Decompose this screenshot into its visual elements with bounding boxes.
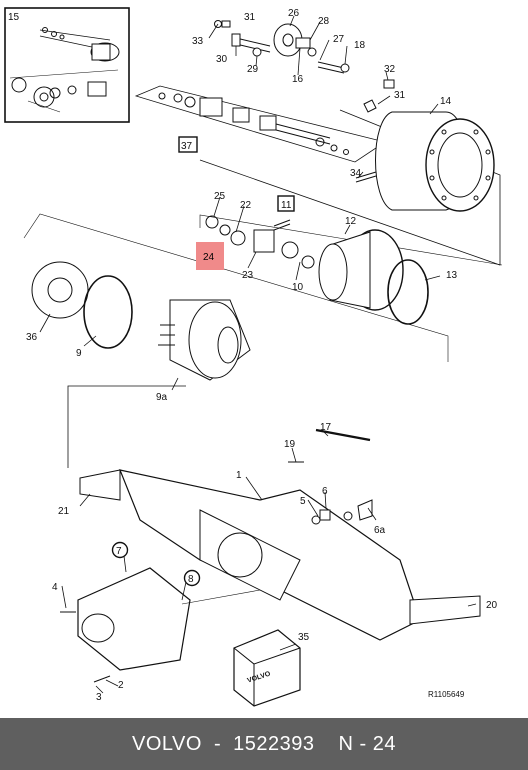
label-16: 16 xyxy=(292,74,304,85)
drawing-reference: R1105649 xyxy=(428,690,465,699)
label-5: 5 xyxy=(300,496,306,507)
callout-box-24-highlight xyxy=(196,242,224,270)
callout-circle-8 xyxy=(183,569,201,587)
label-26: 26 xyxy=(288,8,300,19)
ring-gear-12 xyxy=(199,214,503,325)
label-17: 17 xyxy=(320,422,332,433)
label-34: 34 xyxy=(350,168,362,179)
hub-housing-14 xyxy=(199,109,501,266)
exploded-parts-diagram: 15 31 26 28 33 27 18 30 29 16 32 31 14 3… xyxy=(4,7,503,707)
label-28: 28 xyxy=(318,16,330,27)
flange-bolt-group xyxy=(214,20,350,74)
label-25: 25 xyxy=(214,191,226,202)
label-37: 37 xyxy=(181,141,193,152)
label-6a: 6a xyxy=(374,525,386,536)
planet-gear-group xyxy=(205,215,315,269)
label-11: 11 xyxy=(281,200,292,211)
label-30: 30 xyxy=(216,54,228,65)
footer-brand: VOLVO xyxy=(132,732,202,755)
callout-circle-7 xyxy=(111,541,129,559)
label-2: 2 xyxy=(118,680,124,691)
label-3: 3 xyxy=(96,692,102,703)
label-18: 18 xyxy=(354,40,366,51)
label-4: 4 xyxy=(52,582,58,593)
label-32: 32 xyxy=(384,64,396,75)
label-6: 6 xyxy=(322,486,328,497)
label-8: 8 xyxy=(188,574,194,585)
label-31b: 31 xyxy=(394,90,406,101)
label-27: 27 xyxy=(333,34,345,45)
label-9a: 9a xyxy=(156,392,168,403)
label-20: 20 xyxy=(486,600,498,611)
differential-carrier xyxy=(60,567,261,683)
inset-parts xyxy=(9,27,120,113)
label-10: 10 xyxy=(292,282,304,293)
label-29: 29 xyxy=(247,64,259,75)
wheel-hub-group xyxy=(23,213,449,381)
label-15: 15 xyxy=(8,12,20,23)
label-36: 36 xyxy=(26,332,38,343)
callout-box-37 xyxy=(178,136,198,153)
leader-lines xyxy=(39,15,477,694)
label-19: 19 xyxy=(284,439,296,450)
label-9: 9 xyxy=(76,348,82,359)
callout-box-11 xyxy=(277,195,295,212)
footer-position: N - 24 xyxy=(338,732,396,755)
label-21: 21 xyxy=(58,506,70,517)
drive-shaft-assembly xyxy=(134,85,386,163)
footer-part-number: 1522393 xyxy=(233,732,315,755)
axle-housing-1 xyxy=(79,428,481,641)
label-23: 23 xyxy=(242,270,254,281)
part-info-footer: VOLVO - 1522393 N - 24 xyxy=(0,718,528,770)
label-1: 1 xyxy=(236,470,242,481)
label-14: 14 xyxy=(440,96,452,107)
inset-box-15 xyxy=(4,7,130,123)
callout-labels: 15 31 26 28 33 27 18 30 29 16 32 31 14 3… xyxy=(8,8,498,703)
volvo-oil-box-35 xyxy=(233,629,301,707)
label-13: 13 xyxy=(446,270,458,281)
label-24: 24 xyxy=(203,252,215,263)
label-7: 7 xyxy=(116,546,122,557)
label-12: 12 xyxy=(345,216,357,227)
footer-separator: - xyxy=(213,732,222,755)
label-22: 22 xyxy=(240,200,252,211)
label-31: 31 xyxy=(244,12,256,23)
label-33: 33 xyxy=(192,36,204,47)
label-35: 35 xyxy=(298,632,310,643)
